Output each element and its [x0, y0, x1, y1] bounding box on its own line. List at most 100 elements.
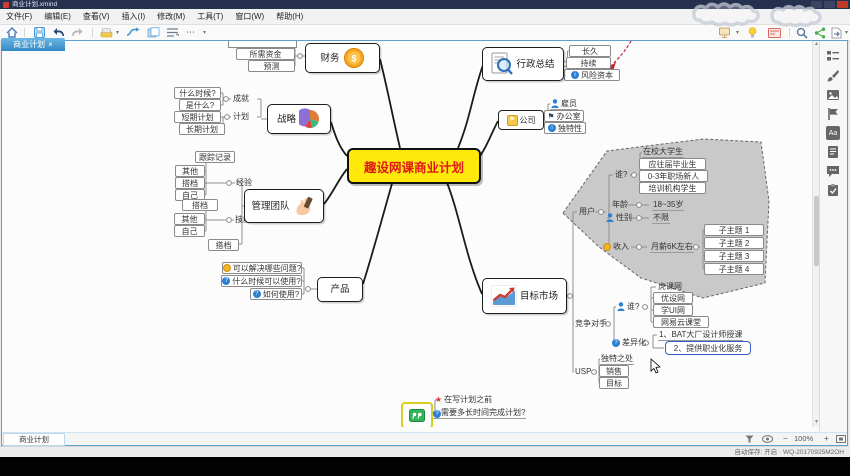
topic-exp-other[interactable]: 其他	[175, 165, 205, 177]
note-before-writing[interactable]: ★在写计划之前	[435, 395, 493, 404]
topic-achievement[interactable]: 成就	[233, 94, 249, 103]
topic-usp[interactable]: USP	[575, 367, 592, 376]
topic-goals[interactable]: 目标	[599, 377, 629, 389]
undo-icon[interactable]	[53, 27, 66, 38]
topic-uniqueness2[interactable]: 独特之处	[600, 354, 634, 365]
scroll-up-icon[interactable]: ▲	[814, 41, 819, 47]
minimize-button[interactable]	[811, 1, 822, 8]
comment-icon[interactable]	[826, 164, 840, 178]
sheet-tab-business-plan[interactable]: 商业计划	[3, 433, 65, 446]
filter-icon[interactable]	[745, 435, 754, 443]
menu-help[interactable]: 帮助(H)	[276, 12, 304, 21]
topic-problems-solved[interactable]: 可以解决哪些问题?	[222, 262, 302, 274]
topic-when-usable[interactable]: ?什么时候可以使用?	[221, 275, 302, 287]
topic-differentiation[interactable]: ?差异化	[611, 337, 647, 348]
topic-continuous[interactable]: 持续	[566, 57, 611, 69]
presentation-icon[interactable]	[718, 27, 731, 38]
topic-skill-other[interactable]: 其他	[174, 213, 205, 225]
outline-icon[interactable]	[166, 27, 179, 38]
topic-newcomers[interactable]: 0-3年职场新人	[639, 170, 708, 182]
topic-subtopic-1[interactable]: 子主题 1	[704, 224, 764, 236]
marker-flag-icon[interactable]	[826, 107, 840, 121]
topic-skill-partner[interactable]: 搭档	[182, 199, 218, 211]
tab-close-icon[interactable]: ×	[48, 40, 53, 49]
topic-what[interactable]: 是什么?	[179, 99, 221, 111]
topic-management-team[interactable]: 管理团队	[244, 189, 324, 223]
topic-finance[interactable]: 财务 $	[305, 43, 380, 73]
topic-income[interactable]: 收入	[602, 241, 630, 252]
topic-comp-who[interactable]: 谁?	[616, 301, 640, 312]
relationship-icon[interactable]	[126, 27, 140, 38]
topic-shortterm-plan[interactable]: 短期计划	[174, 111, 221, 123]
topic-diff-1[interactable]: 1、BAT大厂设计师授课	[658, 330, 744, 341]
menu-file[interactable]: 文件(F)	[6, 12, 33, 21]
note-how-long[interactable]: ?需要多长时间完成计划?	[432, 407, 527, 419]
topic-product[interactable]: 产品	[317, 277, 363, 302]
menu-window[interactable]: 窗口(W)	[235, 12, 265, 21]
task-icon[interactable]	[826, 183, 840, 197]
search-icon[interactable]	[796, 27, 808, 39]
topic-netease-cloud[interactable]: 网易云课堂	[653, 316, 709, 328]
sticker-aa-icon[interactable]: Aa	[826, 126, 840, 140]
redo-icon[interactable]	[70, 27, 83, 38]
vertical-scrollbar[interactable]: ▲ ▼	[812, 41, 820, 427]
topic-xueui[interactable]: 学UI网	[653, 304, 693, 316]
central-topic[interactable]: 趣设网课商业计划	[347, 148, 481, 184]
topic-when[interactable]: 什么时候?	[174, 87, 221, 99]
topic-income-value[interactable]: 月薪6K左右	[650, 242, 694, 253]
floating-note-topic[interactable]	[401, 402, 433, 427]
vertical-scroll-thumb[interactable]	[814, 196, 819, 266]
tab-business-plan[interactable]: 商业计划×	[1, 38, 65, 51]
topic-office[interactable]: ⚑办公室	[544, 110, 584, 122]
share-icon[interactable]	[814, 27, 826, 38]
topic-subtopic-3[interactable]: 子主题 3	[704, 250, 764, 262]
fit-map-icon[interactable]	[836, 435, 846, 443]
home-icon[interactable]	[6, 27, 18, 38]
theme-icon[interactable]	[100, 27, 113, 38]
zoom-in-button[interactable]: +	[824, 434, 829, 443]
topic-subtopic-2[interactable]: 子主题 2	[704, 237, 764, 249]
topic-target-market[interactable]: 目标市场	[482, 278, 567, 314]
export-caret-icon[interactable]: ▾	[845, 30, 849, 36]
topic-exp-partner[interactable]: 搭档	[175, 177, 205, 189]
topic-employees[interactable]: 雇员	[550, 98, 578, 110]
save-icon[interactable]	[34, 27, 45, 38]
topic-clipped[interactable]	[228, 41, 297, 48]
topic-competitors[interactable]: 竞争对手	[575, 319, 607, 328]
scroll-down-icon[interactable]: ▼	[814, 419, 819, 425]
maximize-button[interactable]	[824, 1, 835, 8]
topic-gender-value[interactable]: 不限	[652, 213, 670, 224]
presentation-caret-icon[interactable]: ▾	[736, 30, 740, 36]
topic-age[interactable]: 年龄	[612, 200, 628, 209]
topic-graduates[interactable]: 应往届毕业生	[639, 158, 706, 170]
topic-required-funds[interactable]: 所需资金	[236, 48, 295, 60]
menu-insert[interactable]: 插入(I)	[121, 12, 146, 21]
topic-company[interactable]: ⚑公司	[498, 110, 544, 130]
topic-track-record[interactable]: 跟踪记录	[195, 151, 235, 163]
topic-uisdc[interactable]: 优设网	[653, 292, 693, 304]
share-window-icon[interactable]	[768, 27, 781, 38]
zoom-out-button[interactable]: −	[783, 434, 788, 443]
lightbulb-icon[interactable]	[748, 26, 757, 38]
topic-exec-summary[interactable]: 行政总结	[482, 47, 564, 81]
topic-plan[interactable]: 计划	[233, 112, 249, 121]
topic-user-who[interactable]: 谁?	[615, 170, 628, 179]
topic-skill-self[interactable]: 自己	[174, 225, 205, 237]
topic-sales[interactable]: 销售	[599, 365, 629, 377]
topic-how-to-use[interactable]: ?如何使用?	[250, 288, 302, 300]
more-tools-icon[interactable]: ⋯	[186, 27, 196, 37]
close-button[interactable]	[837, 1, 848, 8]
topic-strategy[interactable]: 战略	[267, 104, 331, 134]
menu-modify[interactable]: 修改(M)	[157, 12, 186, 21]
image-icon[interactable]	[826, 88, 840, 102]
topic-age-value[interactable]: 18~35岁	[652, 200, 685, 211]
menu-view[interactable]: 查看(V)	[82, 12, 110, 21]
theme-caret-icon[interactable]: ▾	[116, 30, 120, 36]
toolbar-caret-icon[interactable]: ▾	[203, 30, 207, 36]
topic-experience[interactable]: 经验	[236, 178, 252, 187]
brush-icon[interactable]	[826, 69, 840, 83]
menu-tools[interactable]: 工具(T)	[197, 12, 224, 21]
topic-subtopic-4[interactable]: 子主题 4	[704, 263, 764, 275]
